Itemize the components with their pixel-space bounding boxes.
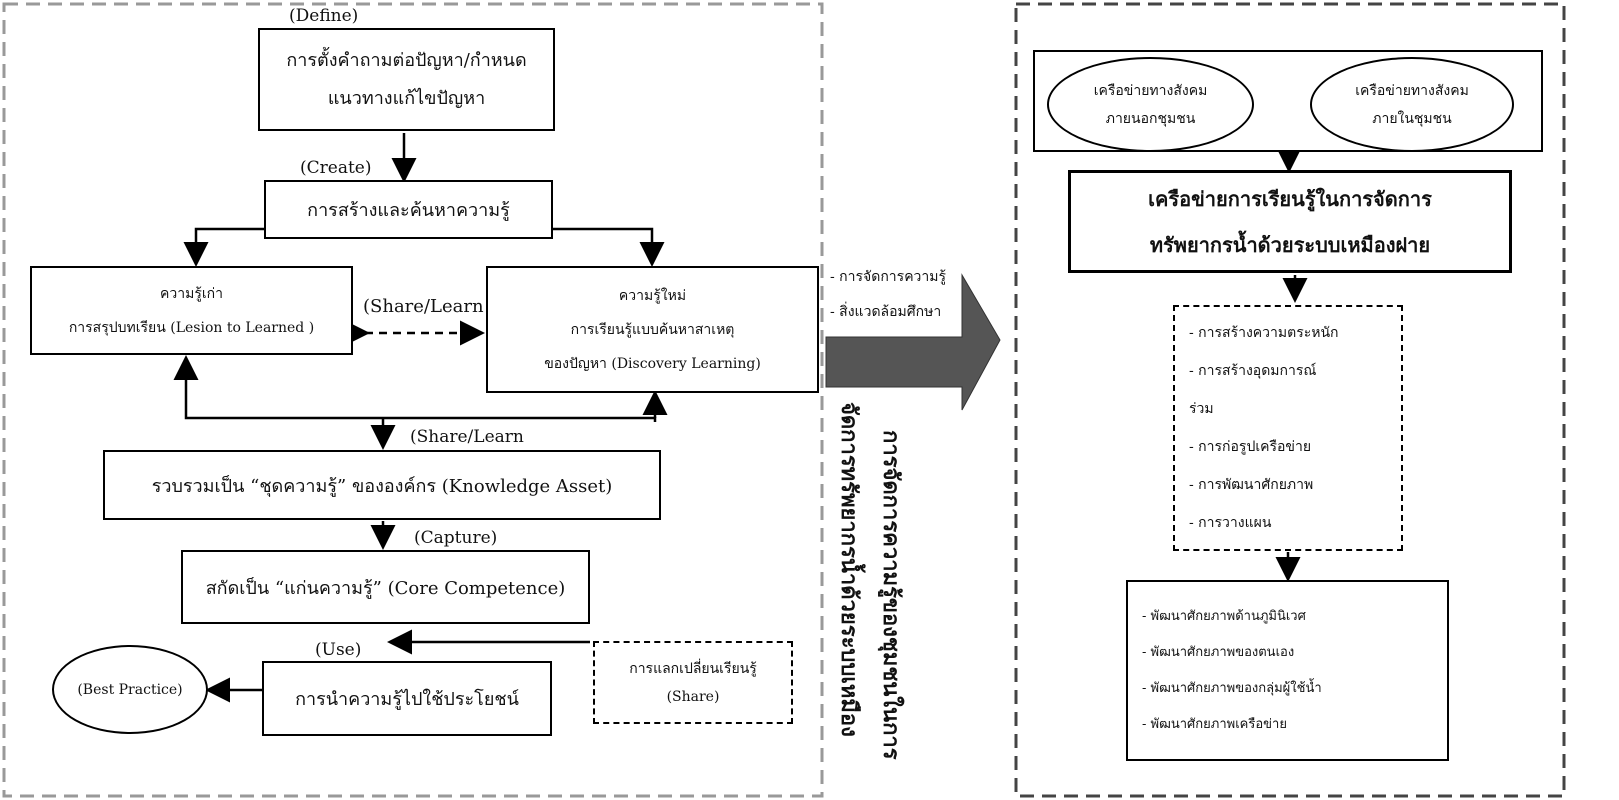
outcome-item-3: - พัฒนาศักยภาพของกลุ่มผู้ใช้น้ำ xyxy=(1142,680,1322,696)
middle-note-1: - การจัดการความรู้ xyxy=(830,269,947,285)
use-box: การนำความรู้ไปใช้ประโยชน์ xyxy=(262,661,552,736)
capture-label: (Capture) xyxy=(414,528,498,548)
define-line-1: การตั้งคำถามต่อปัญหา/กำหนด xyxy=(286,49,527,71)
big-arrow xyxy=(825,273,1001,411)
outer-network-ellipse: เครือข่ายทางสังคม ภายนอกชุมชน xyxy=(1047,57,1254,152)
process-item-2: - การสร้างอุดมการณ์ xyxy=(1189,363,1317,379)
core-box: สกัดเป็น “แก่นความรู้” (Core Competence) xyxy=(181,550,590,624)
right-frame xyxy=(1014,2,1566,798)
create-text: การสร้างและค้นหาความรู้ xyxy=(307,200,510,221)
new-knowledge-title: ความรู้ใหม่ xyxy=(618,287,687,304)
arrow-loop-old xyxy=(173,355,657,422)
process-item-3: ร่วม xyxy=(1189,401,1214,417)
middle-note-2: - สิ่งแวดล้อมศึกษา xyxy=(830,304,942,320)
old-knowledge-title: ความรู้เก่า xyxy=(160,285,223,302)
create-label: (Create) xyxy=(300,158,372,178)
define-label: (Define) xyxy=(289,6,359,26)
outcome-item-2: - พัฒนาศักยภาพของตนเอง xyxy=(1142,644,1295,660)
asset-box: รวบรวมเป็น “ชุดความรู้” ขององค์กร (Knowl… xyxy=(103,450,661,520)
outcome-item-1: - พัฒนาศักยภาพด้านภูมินิเวศ xyxy=(1142,608,1306,624)
learning-network-box: เครือข่ายการเรียนรู้ในการจัดการ ทรัพยากร… xyxy=(1068,170,1512,273)
inner-network-line-1: เครือข่ายทางสังคม xyxy=(1355,82,1469,99)
share-learn-label-2: (Share/Learn xyxy=(410,427,524,447)
use-label: (Use) xyxy=(315,640,362,660)
arrow-create-new xyxy=(553,227,665,267)
create-box: การสร้างและค้นหาความรู้ xyxy=(264,180,553,239)
process-box: - การสร้างความตระหนัก - การสร้างอุดมการณ… xyxy=(1173,305,1403,551)
exchange-box: การแลกเปลี่ยนเรียนรู้ (Share) xyxy=(593,641,793,724)
new-knowledge-desc-1: การเรียนรู้แบบค้นหาสาเหตุ xyxy=(570,321,735,338)
outer-network-line-1: เครือข่ายทางสังคม xyxy=(1093,82,1208,99)
process-item-4: - การก่อรูปเครือข่าย xyxy=(1189,439,1312,455)
inner-network-line-2: ภายในชุมชน xyxy=(1372,110,1452,127)
core-text: สกัดเป็น “แก่นความรู้” (Core Competence) xyxy=(205,577,566,599)
process-item-5: - การพัฒนาศักยภาพ xyxy=(1189,477,1314,493)
use-text: การนำความรู้ไปใช้ประโยชน์ xyxy=(295,689,519,710)
arrow-create-old xyxy=(183,227,264,267)
old-knowledge-box: ความรู้เก่า การสรุปบทเรียน (Lesion to Le… xyxy=(30,266,353,355)
outcome-item-4: - พัฒนาศักยภาพเครือข่าย xyxy=(1142,716,1287,732)
learning-network-line-1: เครือข่ายการเรียนรู้ในการจัดการ xyxy=(1148,186,1432,211)
exchange-text: การแลกเปลี่ยนเรียนรู้ xyxy=(629,660,757,677)
learning-network-line-2: ทรัพยากรน้ำด้วยระบบเหมืองฝาย xyxy=(1149,232,1431,257)
best-practice-ellipse: (Best Practice) xyxy=(52,645,208,734)
vertical-text-1: จัดการทรัพยากรน้ำด้วยระบบเหมือง xyxy=(836,402,862,737)
define-box: การตั้งคำถามต่อปัญหา/กำหนด แนวทางแก้ไขปั… xyxy=(258,28,555,131)
share-learn-label-1: (Share/Learn xyxy=(363,296,484,317)
outer-network-line-2: ภายนอกชุมชน xyxy=(1105,110,1196,127)
best-practice-text: (Best Practice) xyxy=(77,681,183,698)
outcome-box: - พัฒนาศักยภาพด้านภูมินิเวศ - พัฒนาศักยภ… xyxy=(1126,580,1449,761)
new-knowledge-desc-2: ของปัญหา (Discovery Learning) xyxy=(544,355,761,372)
old-knowledge-desc: การสรุปบทเรียน (Lesion to Learned ) xyxy=(68,319,315,336)
left-frame xyxy=(2,2,824,798)
define-line-2: แนวทางแก้ไขปัญหา xyxy=(327,87,486,109)
inner-network-ellipse: เครือข่ายทางสังคม ภายในชุมชน xyxy=(1310,57,1514,152)
vertical-text-2: การจัดการความรู้ของชุมชนในการ xyxy=(878,430,904,760)
new-knowledge-box: ความรู้ใหม่ การเรียนรู้แบบค้นหาสาเหตุ ขอ… xyxy=(486,266,819,393)
exchange-share: (Share) xyxy=(666,688,720,705)
process-item-6: - การวางแผน xyxy=(1189,515,1272,531)
asset-text: รวบรวมเป็น “ชุดความรู้” ขององค์กร (Knowl… xyxy=(151,475,613,497)
process-item-1: - การสร้างความตระหนัก xyxy=(1189,325,1339,341)
